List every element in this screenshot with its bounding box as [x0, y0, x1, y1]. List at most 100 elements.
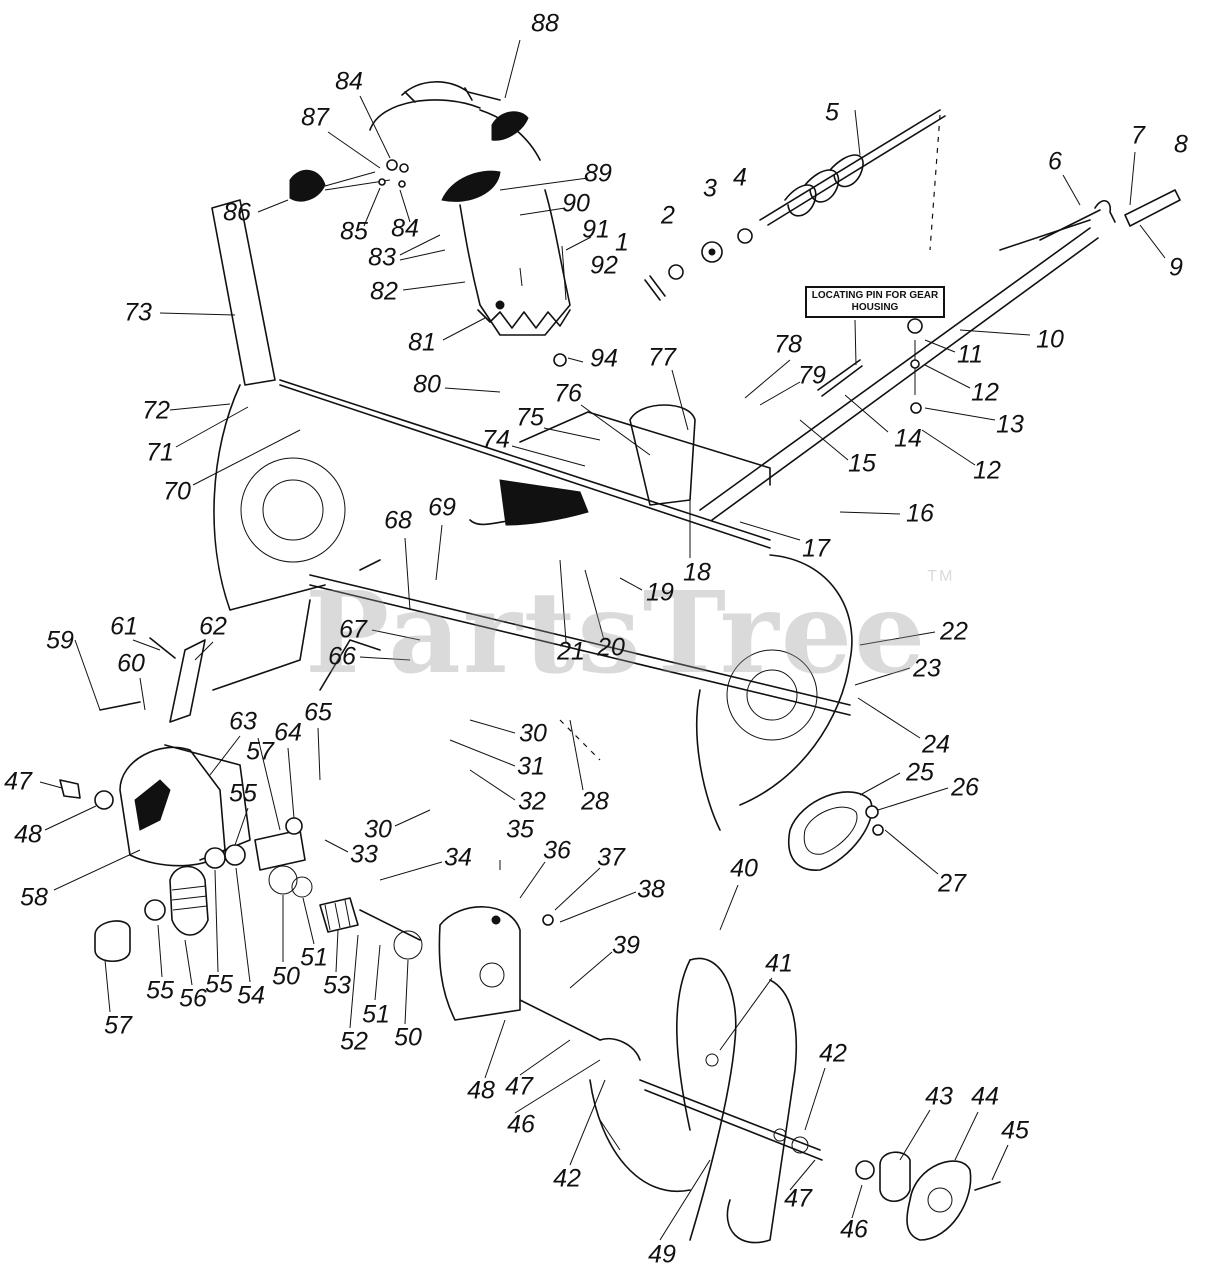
part-callout-57b: 57: [104, 1011, 132, 1040]
locating-pin-label: LOCATING PIN FOR GEAR HOUSING: [805, 286, 945, 318]
part-callout-63: 63: [229, 707, 257, 736]
part-callout-17: 17: [802, 534, 830, 563]
part-callout-79: 79: [798, 361, 826, 390]
part-callout-30b: 30: [364, 815, 392, 844]
part-callout-27: 27: [938, 869, 966, 898]
part-callout-50b: 50: [394, 1023, 422, 1052]
gear-housing-group: [59, 637, 641, 1061]
part-callout-6: 6: [1048, 147, 1062, 176]
part-callout-49: 49: [648, 1240, 676, 1269]
part-callout-12a: 12: [971, 378, 999, 407]
crank-auger-group: [644, 109, 1181, 521]
part-callout-45: 45: [1001, 1116, 1029, 1145]
part-callout-12b: 12: [973, 456, 1001, 485]
part-callout-11: 11: [957, 340, 983, 369]
part-callout-55a: 55: [229, 779, 257, 808]
part-callout-1: 1: [615, 228, 629, 257]
part-callout-89: 89: [584, 159, 612, 188]
part-callout-38: 38: [637, 875, 665, 904]
part-callout-86: 86: [223, 198, 251, 227]
part-callout-4: 4: [733, 163, 747, 192]
auger-housing-group: [211, 199, 853, 831]
impeller-group: [589, 957, 1001, 1244]
part-callout-75: 75: [516, 403, 544, 432]
part-callout-31: 31: [517, 752, 545, 781]
part-callout-78: 78: [774, 330, 802, 359]
part-callout-83: 83: [368, 243, 396, 272]
part-callout-48b: 48: [467, 1076, 495, 1105]
belt-cover-group: [788, 791, 884, 871]
part-callout-34: 34: [444, 843, 472, 872]
part-callout-39: 39: [612, 931, 640, 960]
part-callout-66: 66: [328, 642, 356, 671]
part-callout-81: 81: [408, 328, 436, 357]
part-callout-82: 82: [370, 277, 398, 306]
part-callout-73: 73: [124, 298, 152, 327]
part-callout-48a: 48: [14, 820, 42, 849]
part-callout-15: 15: [848, 449, 876, 478]
part-callout-16: 16: [906, 499, 934, 528]
part-callout-28: 28: [581, 787, 609, 816]
part-callout-88: 88: [531, 9, 559, 38]
part-callout-42b: 42: [553, 1164, 581, 1193]
part-callout-62: 62: [199, 612, 227, 641]
part-callout-71: 71: [146, 438, 174, 467]
part-callout-25: 25: [906, 758, 934, 787]
part-callout-55c: 55: [146, 976, 174, 1005]
part-callout-91: 91: [582, 215, 610, 244]
part-callout-57a: 57: [246, 737, 274, 766]
part-callout-44: 44: [971, 1082, 999, 1111]
part-callout-69: 69: [428, 493, 456, 522]
part-callout-22: 22: [940, 617, 968, 646]
part-callout-74: 74: [482, 425, 510, 454]
part-callout-51a: 51: [300, 943, 328, 972]
part-callout-67: 67: [339, 615, 367, 644]
part-callout-46b: 46: [840, 1215, 868, 1244]
part-callout-35: 35: [506, 815, 534, 844]
part-callout-40: 40: [730, 854, 758, 883]
chute-deflector-group: [289, 81, 571, 367]
part-callout-13: 13: [996, 410, 1024, 439]
part-callout-3: 3: [703, 174, 717, 203]
part-callout-80: 80: [413, 370, 441, 399]
part-callout-21: 21: [557, 637, 585, 666]
part-callout-58: 58: [20, 883, 48, 912]
part-callout-24: 24: [922, 730, 950, 759]
part-callout-68: 68: [384, 506, 412, 535]
part-callout-90: 90: [562, 189, 590, 218]
part-callout-9: 9: [1169, 253, 1183, 282]
part-callout-54: 54: [237, 981, 265, 1010]
part-callout-46a: 46: [507, 1110, 535, 1139]
part-callout-14: 14: [894, 424, 922, 453]
part-callout-18: 18: [683, 558, 711, 587]
part-callout-59: 59: [46, 626, 74, 655]
part-callout-41: 41: [765, 949, 793, 978]
part-callout-53: 53: [323, 971, 351, 1000]
part-callout-94: 94: [590, 344, 618, 373]
part-callout-30a: 30: [519, 719, 547, 748]
leader-lines: [39, 39, 1166, 1241]
part-callout-77: 77: [648, 343, 676, 372]
part-callout-33: 33: [350, 840, 378, 869]
part-callout-42a: 42: [819, 1039, 847, 1068]
part-callout-47b: 47: [505, 1072, 533, 1101]
part-callout-36: 36: [543, 836, 571, 865]
part-callout-5: 5: [825, 98, 839, 127]
part-callout-65: 65: [304, 698, 332, 727]
part-callout-92: 92: [590, 251, 618, 280]
part-callout-23: 23: [913, 654, 941, 683]
part-callout-70: 70: [163, 477, 191, 506]
part-callout-19: 19: [646, 578, 674, 607]
part-callout-76: 76: [554, 379, 582, 408]
part-callout-2: 2: [661, 201, 675, 230]
part-callout-8: 8: [1174, 130, 1188, 159]
part-callout-52: 52: [340, 1027, 368, 1056]
part-callout-37: 37: [597, 843, 625, 872]
part-callout-60: 60: [117, 649, 145, 678]
part-callout-55b: 55: [205, 970, 233, 999]
part-callout-47c: 47: [784, 1184, 812, 1213]
part-callout-7: 7: [1131, 121, 1145, 150]
part-callout-84a: 84: [335, 67, 363, 96]
part-callout-51b: 51: [362, 1000, 390, 1029]
